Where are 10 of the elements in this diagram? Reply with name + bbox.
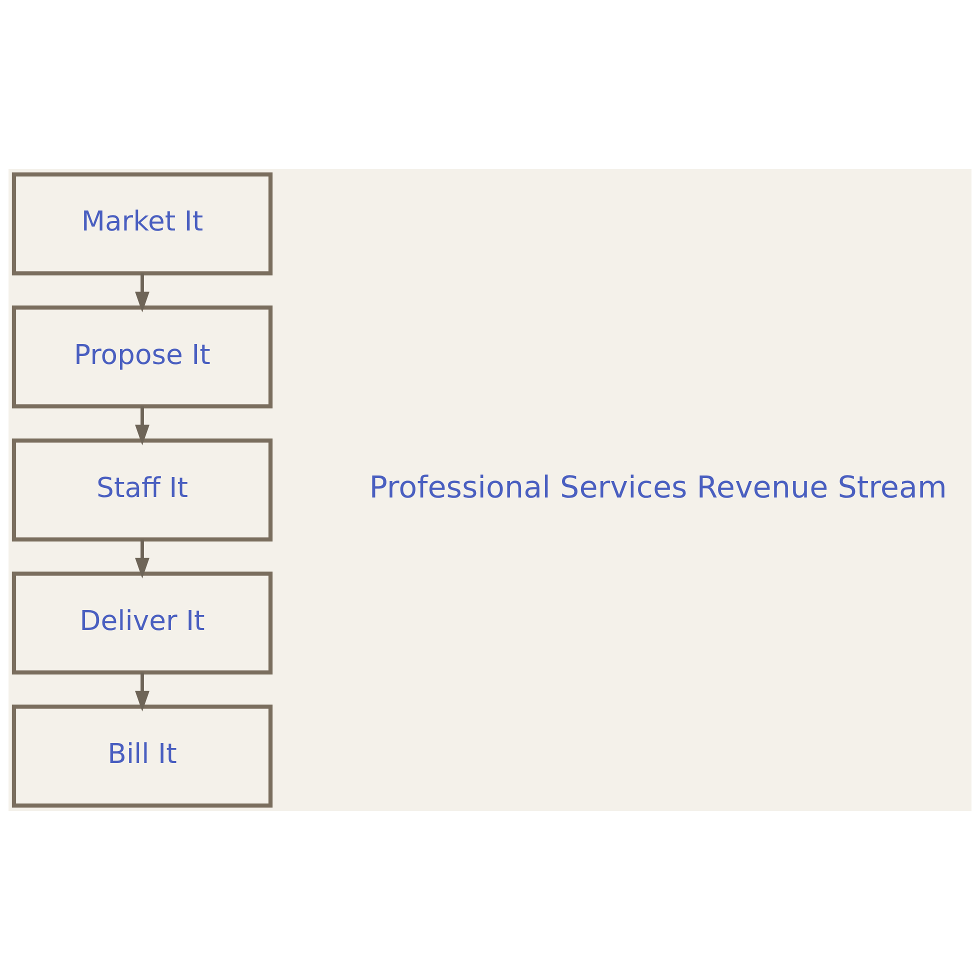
node-box: Bill It (12, 704, 273, 808)
arrow (135, 406, 150, 446)
label: Professional Services Revenue Stream (369, 470, 947, 506)
arrow (135, 540, 150, 578)
node-box: Deliver It (12, 572, 273, 674)
node-box: Propose It (12, 306, 273, 408)
node-box: Market It (12, 172, 273, 276)
arrow (135, 672, 150, 712)
node-box: Staff It (12, 438, 273, 542)
arrow (135, 273, 150, 312)
